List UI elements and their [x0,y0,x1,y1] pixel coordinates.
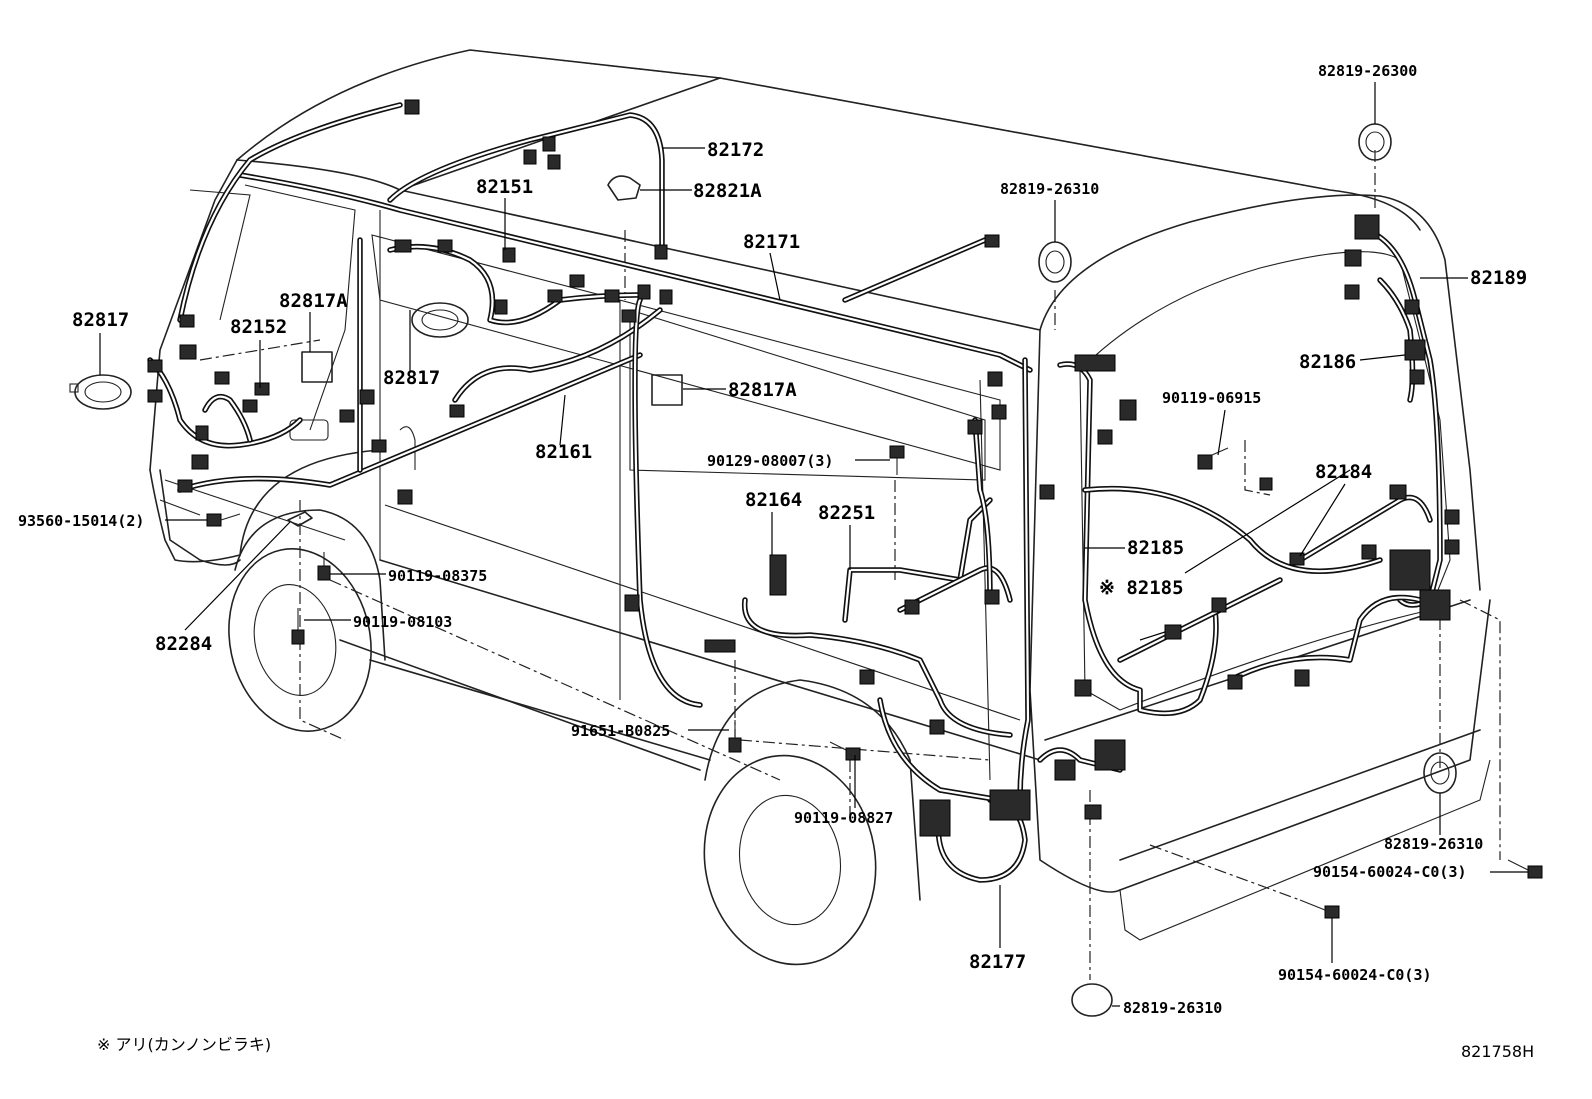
footnote: ※ アリ(カンノンビラキ) [97,1035,271,1054]
part-label-p82817A_top: 82817A [279,290,348,312]
part-label-p90119_08827: 90119-08827 [794,809,893,827]
part-label-p82161: 82161 [535,441,592,463]
part-label-p82172: 82172 [707,139,764,161]
bolt-icon [291,608,305,645]
part-label-p82171: 82171 [743,231,800,253]
connectors [147,99,1460,837]
part-label-p82817_mid: 82817 [383,367,440,389]
part-label-p82817A_mid: 82817A [728,379,797,401]
part-label-p90119_08375: 90119-08375 [388,567,487,585]
part-label-p93560: 93560-15014(2) [18,512,144,530]
bolt-icon [1507,859,1543,879]
bolt-icon [728,720,742,753]
part-label-p82819_26310_top: 82819-26310 [1000,180,1099,198]
wire-harnesses [147,102,1443,883]
part-label-p82819_26300: 82819-26300 [1318,62,1417,80]
part-label-p82819_26310_bot: 82819-26310 [1123,999,1222,1017]
part-label-p82817_left: 82817 [72,309,129,331]
bolt-icon [1299,899,1340,919]
part-label-p91651: 91651-B0825 [571,722,670,740]
part-label-p82821A: 82821A [693,180,762,202]
part-label-p82819_26310_rb: 82819-26310 [1384,835,1483,853]
part-label-p82186: 82186 [1299,351,1356,373]
bolt-icon [1197,447,1229,470]
part-label-p90154_r: 90154-60024-C0(3) [1313,863,1467,881]
bolt-icon [829,741,861,761]
part-label-p82151: 82151 [476,176,533,198]
part-label-p82284: 82284 [155,633,212,655]
part-label-p82189: 82189 [1470,267,1527,289]
part-label-p82164: 82164 [745,489,802,511]
part-label-p82152: 82152 [230,316,287,338]
assembly-dash-lines [199,49,1501,980]
part-label-p90119_08103: 90119-08103 [353,613,452,631]
bolt-icon [206,513,241,527]
part-label-p82184: 82184 [1315,461,1372,483]
part-label-p82185_note: ※ 82185 [1099,577,1184,599]
part-label-p82185: 82185 [1127,537,1184,559]
part-label-p90129: 90129-08007(3) [707,452,833,470]
label-leaders [99,82,1528,1007]
bolt-icon [889,445,905,475]
small-parts [69,123,1543,1017]
part-label-p82251: 82251 [818,502,875,524]
part-label-p90119_06915: 90119-06915 [1162,389,1261,407]
part-number-labels: 82172 82821A 82151 82171 82817 82817A 82152 828… [18,62,1527,1017]
part-label-p82177: 82177 [969,951,1026,973]
figure-code: 821758H [1461,1042,1534,1061]
part-label-p90154_b: 90154-60024-C0(3) [1278,966,1432,984]
bolt-icon [317,552,331,581]
